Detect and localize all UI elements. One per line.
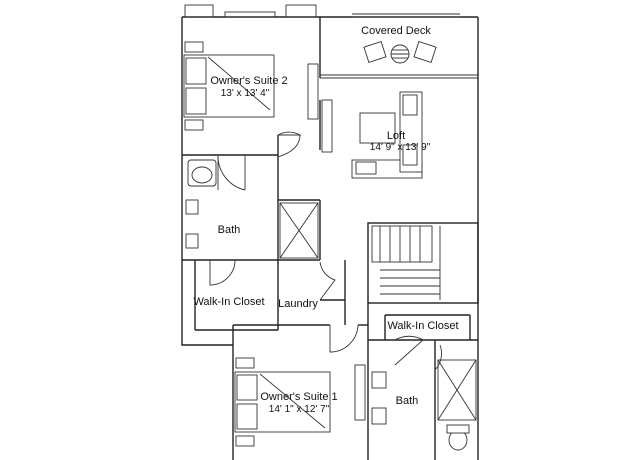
dim-loft: 14' 9" x 13' 9" [370,142,431,153]
dressers [307,63,366,421]
deck-furniture [363,41,437,64]
exterior-walls [181,4,479,460]
label-covered-deck: Covered Deck [361,25,431,37]
label-bath-upper: Bath [218,224,241,236]
room-labels: Covered Deck Owner's Suite 2 13' x 13' 4… [193,25,458,415]
bed-suite-1 [234,357,331,447]
dim-owners-suite-1: 14' 1" x 12' 7" [269,404,330,415]
label-owners-suite-1: Owner's Suite 1 [260,391,337,403]
doors [209,131,442,371]
linen-closets [279,202,477,421]
loft-sofa [351,91,423,179]
bath-fixtures [185,159,470,451]
label-walk-in-closet-left: Walk-In Closet [193,296,264,308]
label-laundry: Laundry [278,298,318,310]
label-owners-suite-2: Owner's Suite 2 [210,75,287,87]
label-walk-in-closet-right: Walk-In Closet [387,320,458,332]
stairs [371,225,441,300]
dim-owners-suite-2: 13' x 13' 4" [221,88,270,99]
interior-walls [182,17,479,460]
label-bath-lower: Bath [396,395,419,407]
bed-suite-2 [183,41,275,131]
label-loft: Loft [387,130,405,142]
